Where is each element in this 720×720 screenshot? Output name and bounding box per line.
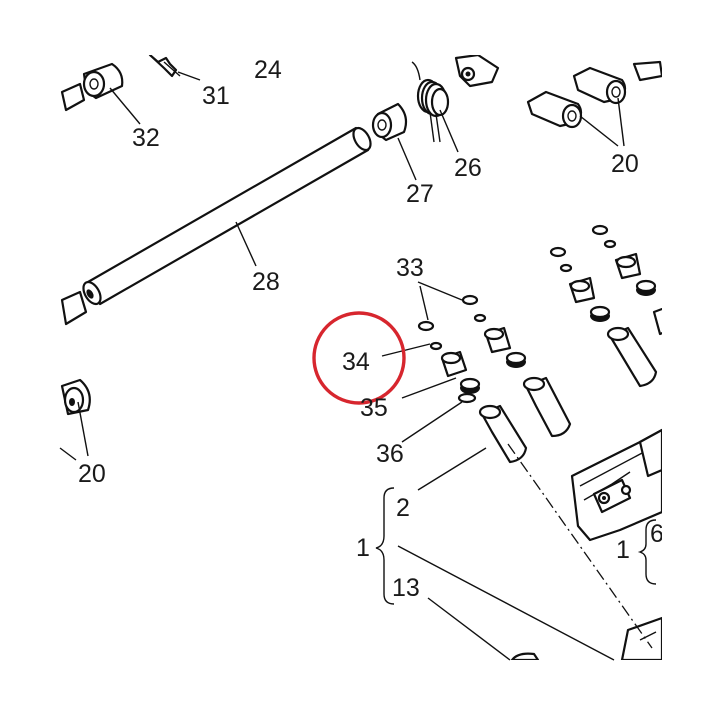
label-part-36: 36 (376, 440, 404, 468)
label-part-24: 24 (254, 56, 282, 84)
part-26-spring (411, 55, 500, 143)
label-part-13: 13 (392, 574, 420, 602)
part-27-bushing (371, 102, 408, 142)
assembly-axis-line (507, 443, 653, 649)
label-part-32: 32 (132, 124, 160, 152)
label-part-20-top: 20 (611, 150, 639, 178)
brace-assembly-1 (375, 487, 395, 605)
label-part-31: 31 (202, 82, 230, 110)
cylinder-head-block (510, 428, 662, 660)
highlight-circle (312, 311, 406, 405)
valve-stack-fourth (591, 224, 662, 336)
part-28-shaft (60, 126, 372, 326)
label-part-1-right: 1 (616, 536, 630, 564)
label-part-1: 1 (356, 534, 370, 562)
label-part-33: 33 (396, 254, 424, 282)
label-part-2: 2 (396, 494, 410, 522)
valve-stack-front (417, 320, 528, 464)
part-31-pin (148, 55, 181, 78)
part-20-bushing-left (60, 378, 91, 416)
leader-lines (59, 71, 625, 661)
part-20-rocker-arms (526, 60, 662, 129)
label-part-26: 26 (454, 154, 482, 182)
right-crop-mask (662, 0, 720, 720)
label-part-20-left: 20 (78, 460, 106, 488)
label-part-27: 27 (406, 180, 434, 208)
part-32-bushing (60, 62, 124, 112)
label-part-6-right: 6 (650, 520, 664, 548)
label-part-34: 34 (342, 348, 370, 376)
valve-stack-second (461, 294, 572, 438)
label-part-28: 28 (252, 268, 280, 296)
valve-stack-third (549, 246, 658, 388)
brace-assembly-1-right (637, 519, 657, 585)
label-part-35: 35 (360, 394, 388, 422)
